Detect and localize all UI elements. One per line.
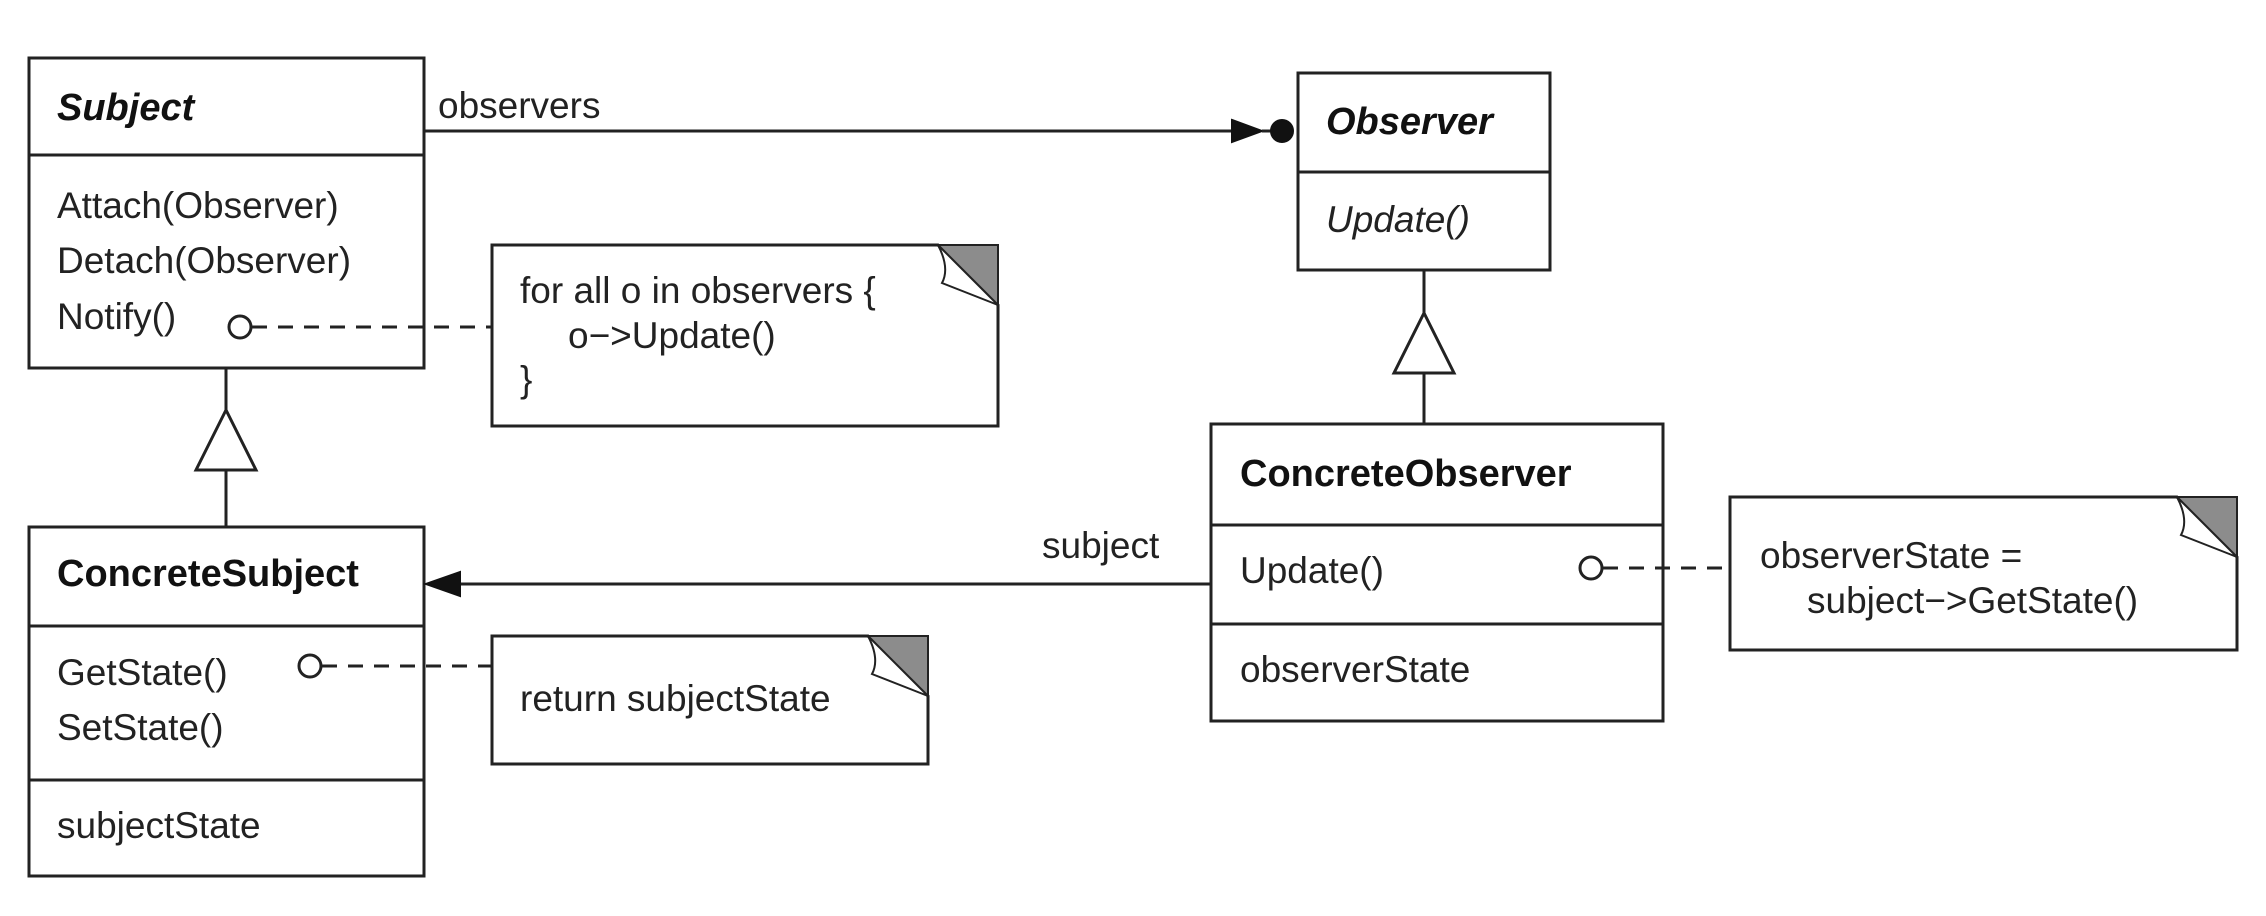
class-concrete-observer-method-update: Update() [1240, 550, 1384, 591]
note-update: observerState = subject−>GetState() [1728, 495, 2239, 652]
association-observers-label: observers [438, 85, 600, 126]
inheritance-triangle-icon [193, 406, 259, 472]
note-getstate-box [490, 634, 930, 766]
class-concrete-subject-box [27, 525, 426, 878]
note-getstate-line-1: return subjectState [520, 678, 831, 719]
class-subject-name: Subject [57, 87, 196, 129]
class-subject-method-attach: Attach(Observer) [57, 185, 339, 226]
note-notify-box [490, 243, 1000, 428]
note-fold-curl-icon [867, 635, 929, 697]
class-observer: Observer Update() [1296, 71, 1552, 272]
note-update-line-1: observerState = [1760, 535, 2022, 576]
note-getstate-connector [297, 653, 492, 679]
note-fold-curl-icon [937, 244, 999, 306]
class-subject-method-notify: Notify() [57, 296, 176, 337]
class-concrete-subject: ConcreteSubject GetState() SetState() su… [27, 525, 426, 878]
note-notify-line-2: o−>Update() [568, 315, 776, 356]
class-concrete-subject-name: ConcreteSubject [57, 553, 359, 595]
note-update-box [1728, 495, 2239, 652]
class-concrete-subject-method-getstate: GetState() [57, 652, 228, 693]
class-concrete-subject-attribute-subjectstate: subjectState [57, 805, 261, 846]
association-subject-label: subject [1042, 525, 1160, 566]
inheritance-concrete-observer-to-observer [1391, 270, 1457, 424]
note-update-connector [1578, 555, 1730, 581]
arrowhead-icon [1231, 118, 1265, 144]
many-multiplicity-dot-icon [1270, 119, 1294, 143]
note-update-line-2: subject−>GetState() [1807, 580, 2138, 621]
note-getstate: return subjectState [490, 634, 930, 766]
association-observers: observers [424, 85, 1294, 144]
class-subject-box [27, 56, 426, 370]
class-observer-method-update: Update() [1326, 199, 1470, 240]
note-notify-line-3: } [520, 359, 532, 400]
class-concrete-observer-name: ConcreteObserver [1240, 453, 1572, 495]
note-notify-line-1: for all o in observers { [520, 270, 876, 311]
note-notify-connector [227, 314, 492, 340]
inheritance-concrete-subject-to-subject [193, 368, 259, 527]
note-notify: for all o in observers { o−>Update() } [490, 243, 1000, 428]
class-subject-method-detach: Detach(Observer) [57, 240, 351, 281]
note-anchor-circle-icon [227, 314, 253, 340]
class-observer-name: Observer [1326, 101, 1495, 143]
inheritance-triangle-icon [1391, 309, 1457, 375]
class-concrete-subject-method-setstate: SetState() [57, 707, 224, 748]
class-concrete-observer-attribute-observerstate: observerState [1240, 649, 1470, 690]
class-subject: Subject Attach(Observer) Detach(Observer… [27, 56, 426, 370]
note-fold-curl-icon [2176, 496, 2238, 558]
note-anchor-circle-icon [1578, 555, 1604, 581]
association-subject: subject [422, 525, 1211, 598]
note-anchor-circle-icon [297, 653, 323, 679]
arrowhead-icon [422, 570, 461, 598]
